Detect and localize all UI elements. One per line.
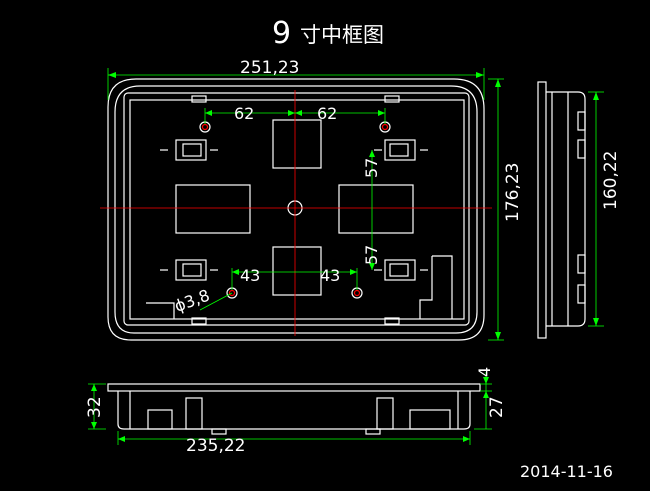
edge-tab xyxy=(191,95,207,103)
dim-overall-height: 176,23 xyxy=(503,163,523,222)
dim-side-height: 32 xyxy=(85,396,105,418)
dim-hole-spacing-lower-left: 43 xyxy=(240,266,260,285)
edge-tab xyxy=(384,95,400,103)
front-dimension-arrows xyxy=(91,377,489,442)
front-lip xyxy=(107,383,481,392)
frame-inner-outline xyxy=(123,92,470,326)
front-body xyxy=(117,391,471,430)
dim-bracket-spacing-lower: 57 xyxy=(362,245,381,265)
center-lines xyxy=(100,90,492,336)
front-view xyxy=(107,383,481,435)
dim-body-height: 27 xyxy=(487,396,507,418)
frame-outer-outline xyxy=(107,78,485,341)
dim-overall-width: 251,23 xyxy=(240,58,299,78)
frame-outer-outline-2 xyxy=(114,85,478,334)
dim-bracket-spacing-upper: 57 xyxy=(362,158,381,178)
window-left xyxy=(175,184,251,234)
window-top xyxy=(272,119,322,169)
corner-pocket-right xyxy=(419,255,453,319)
dim-bottom-width: 235,22 xyxy=(186,436,245,456)
edge-tab xyxy=(191,317,207,325)
dim-lip: 4 xyxy=(475,367,494,377)
dim-hole-spacing-upper-left: 62 xyxy=(234,104,254,123)
bracket-upper-right xyxy=(374,139,428,161)
dimension-arrows xyxy=(108,72,599,340)
bracket-lower-left xyxy=(160,259,218,281)
side-flange xyxy=(537,81,547,339)
title-number: 9 xyxy=(272,16,291,51)
corner-pocket-left xyxy=(146,302,175,319)
dim-hole-spacing-lower-right: 43 xyxy=(320,266,340,285)
frame-inner-outline-2 xyxy=(129,99,465,320)
top-view xyxy=(107,78,485,341)
drawing-date: 2014-11-16 xyxy=(520,462,613,481)
edge-tab xyxy=(384,317,400,325)
window-right xyxy=(338,184,414,234)
dim-hole-spacing-upper-right: 62 xyxy=(317,104,337,123)
dim-inner-height: 160,22 xyxy=(601,151,621,210)
bracket-lower-right xyxy=(374,259,428,281)
bracket-upper-left xyxy=(160,139,218,161)
side-body xyxy=(546,91,586,327)
window-bottom xyxy=(272,246,322,296)
side-view xyxy=(537,81,586,339)
title-text: 寸中框图 xyxy=(300,23,384,47)
